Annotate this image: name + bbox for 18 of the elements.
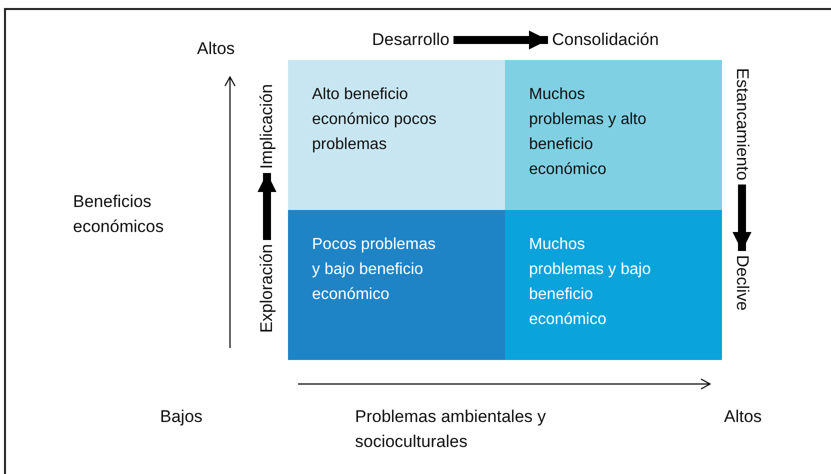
stage-label: Consolidación [552,30,659,50]
quadrant-box: Pocos problemas y bajo beneficio económico [288,210,505,360]
stage-label: Estancamiento [732,68,752,180]
stage-label: Exploración [257,244,277,333]
axis-label: Beneficios económicos [73,191,165,238]
thick-arrow [257,173,277,240]
axis-label: Altos [197,38,235,60]
stage-label: Desarrollo [372,30,450,50]
stage-label: Implicación [257,84,277,170]
quadrant-box: Muchos problemas y alto beneficio económico [505,60,722,210]
thick-arrow [453,30,548,50]
axis-label: Altos [724,406,762,428]
stage-label: Declive [732,255,752,311]
quadrant-box: Alto beneficio económico pocos problemas [288,60,505,210]
axis-label: Problemas ambientales y socioculturales [355,406,547,453]
quadrant-box: Muchos problemas y bajo beneficio económico [505,210,722,360]
axis-label: Bajos [160,406,203,428]
thick-arrow [732,184,752,251]
